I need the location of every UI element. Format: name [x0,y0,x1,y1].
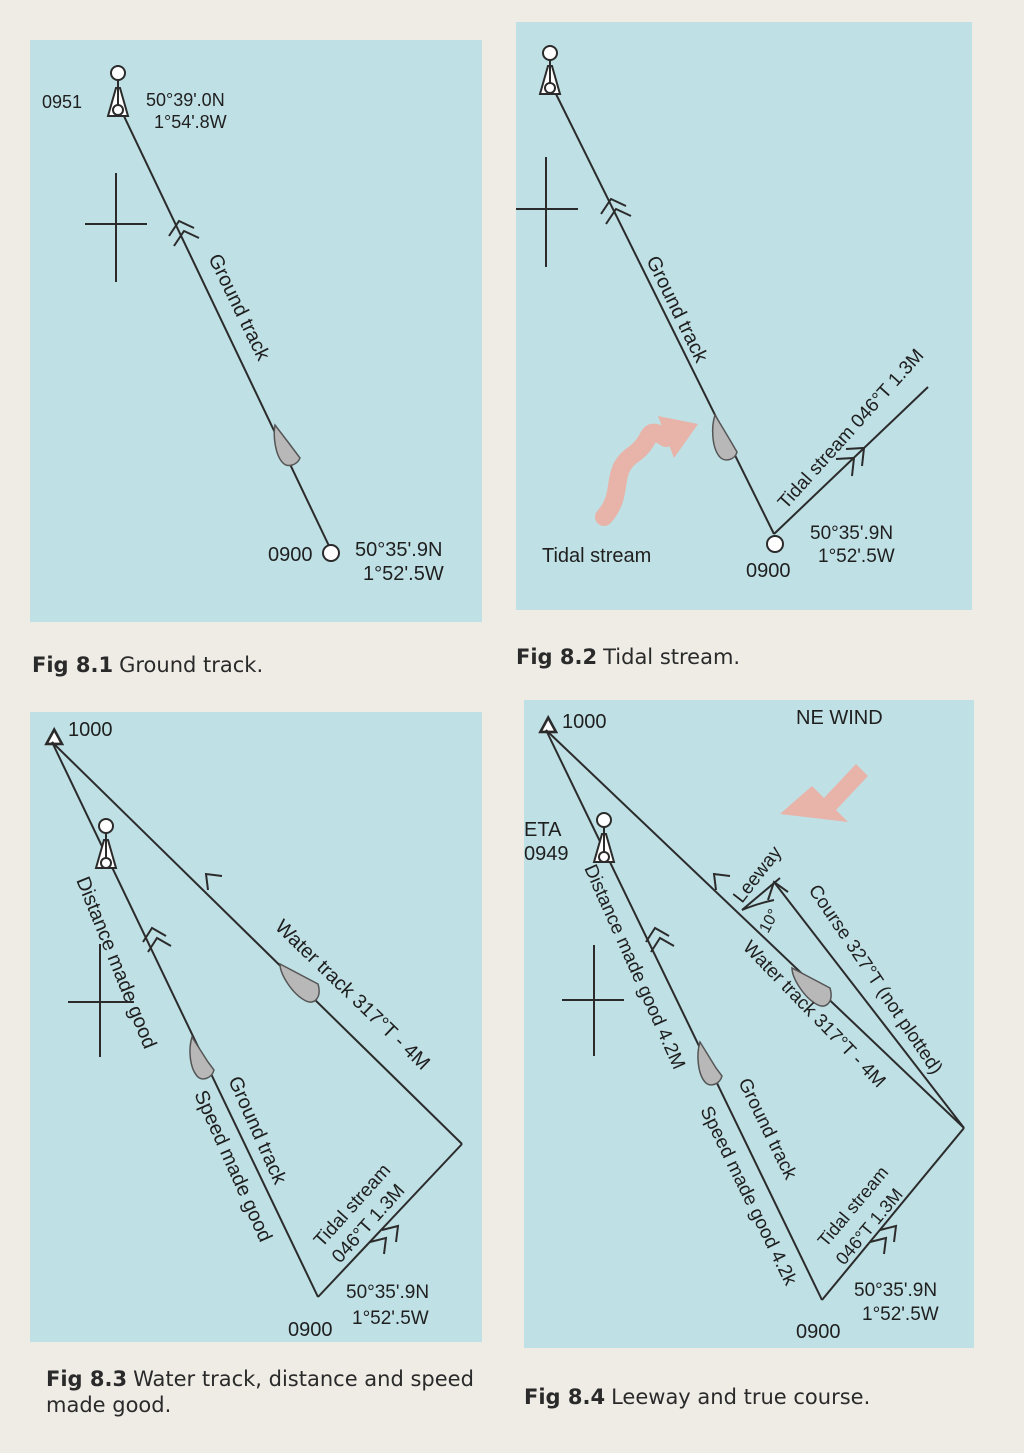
fig4-top-triangle-icon [538,714,559,734]
fig4-buoy-icon [592,812,616,863]
fig3-tidal-stream-line [317,1143,463,1298]
fig4-dmg-label: Distance made good 4.2M [579,861,688,1072]
fig2-tidal-arrow-icon [595,423,675,526]
fig4-course-line [773,881,965,1129]
fig3-buoy-icon [94,818,118,869]
fig4-water-track-line [545,729,965,1129]
fig2-track-label: Ground track [642,253,713,367]
fig4-leeway-angle: 10° [757,907,783,936]
fig1-end-lon: 1°54'.8W [154,112,227,132]
fig4-lat: 50°35'.9N [854,1280,937,1301]
fig4-caption-number: Fig 8.4 [524,1385,606,1409]
fig2-tidal-arrowhead-icon [658,416,698,458]
fig4-course-label: Course 327°T (not plotted) [804,881,947,1078]
fig4-eta-time: 0949 [524,843,569,865]
fig4-wind-arrow-icon [780,764,868,822]
fig1-panel: 0951 50°39'.0N 1°54'.8W 0900 50°35'.9N 1… [30,40,482,622]
fig3-diagram: 1000 Water track 317°T - 4M Distance mad… [44,719,463,1341]
fig1-track-label: Ground track [204,251,275,365]
fig1-ground-track-line [121,111,331,549]
fig3-time: 0900 [288,1319,333,1341]
fig4-tidal-stream-line [821,1127,965,1301]
fig1-buoy-icon [106,65,130,117]
fig4-panel: 1000 NE WIND ETA 0949 Leeway 10° Course … [524,700,974,1348]
fig3-caption-number: Fig 8.3 [46,1367,128,1391]
fig4-eta-label: ETA [524,819,562,841]
fig1-diagram: 0951 50°39'.0N 1°54'.8W 0900 50°35'.9N 1… [42,65,444,585]
fig2-panel: Ground track Tidal stream 046°T 1.3M Tid… [516,22,972,610]
fig1-time-start: 0900 [268,544,313,566]
fig2-arrow-label: Tidal stream [542,545,651,567]
fig4-boat-water-icon [791,966,832,1007]
fig2-stream-label: Tidal stream 046°T 1.3M [774,345,928,513]
fig1-start-lat: 50°35'.9N [355,539,442,561]
fig2-lon: 1°52'.5W [818,546,895,567]
fig3-water-arrow [204,872,223,891]
fig2-caption-number: Fig 8.2 [516,645,598,669]
fig2-time: 0900 [746,560,791,582]
fig2-caption-text: Tidal stream. [603,645,741,669]
fig1-caption-text: Ground track. [119,653,264,677]
fig4-boat-ground-icon [697,1040,723,1086]
fig2-track-arrow [600,197,632,225]
fig1-track-arrow [168,219,200,247]
fig2-stream-arrow [835,446,866,477]
fig4-time: 0900 [796,1321,841,1343]
fig3-ground-track-line [51,741,319,1298]
fig1-time-end: 0951 [42,92,82,112]
fig1-boat-icon [273,423,301,467]
fig4-ground-arrow [645,926,675,953]
fig4-lon: 1°52'.5W [862,1304,939,1325]
fig3-lat: 50°35'.9N [346,1282,429,1303]
fig3-boat-water-icon [279,962,320,1003]
fig4-wind-label: NE WIND [796,707,883,729]
fig2-tidal-stream-line [773,386,929,535]
fig4-smg-label: Speed made good 4.2k [696,1103,801,1289]
fig3-water-track-line [51,741,463,1145]
fig3-dmg-label: Distance made good [71,874,160,1052]
fig3-ground-arrow [142,926,172,953]
fig2-boat-icon [711,413,738,461]
fig4-time-top: 1000 [562,711,607,733]
fig2-buoy-icon [538,45,562,95]
fig3-panel: 1000 Water track 317°T - 4M Distance mad… [30,712,482,1342]
fig3-top-triangle-icon [44,726,65,746]
fig1-caption-number: Fig 8.1 [32,653,114,677]
fig4-ground-track-line [545,729,823,1301]
fig1-start-circle [322,544,340,562]
fig4-water-arrow [712,872,731,891]
fig1-end-lat: 50°39'.0N [146,90,225,110]
fig1-start-lon: 1°52'.5W [363,563,444,585]
fig4-course-arrow [767,880,789,901]
fig4-caption-text: Leeway and true course. [611,1385,871,1409]
fig3-lon: 1°52'.5W [352,1308,429,1329]
fig3-time-top: 1000 [68,719,113,741]
fig4-diagram: 1000 NE WIND ETA 0949 Leeway 10° Course … [524,707,965,1343]
fig3-boat-ground-icon [189,1035,215,1080]
fig2-start-circle [766,535,784,553]
fig2-diagram: Ground track Tidal stream 046°T 1.3M Tid… [516,45,929,582]
fig3-caption-text: Water track, distance and speed made goo… [46,1367,474,1417]
fig3-water-label: Water track 317°T - 4M [271,916,434,1075]
fig2-lat: 50°35'.9N [810,523,893,544]
fig4-stream-arrow [869,1224,898,1255]
fig3-stream-arrow [369,1224,400,1255]
fig2-ground-track-line [553,89,775,535]
